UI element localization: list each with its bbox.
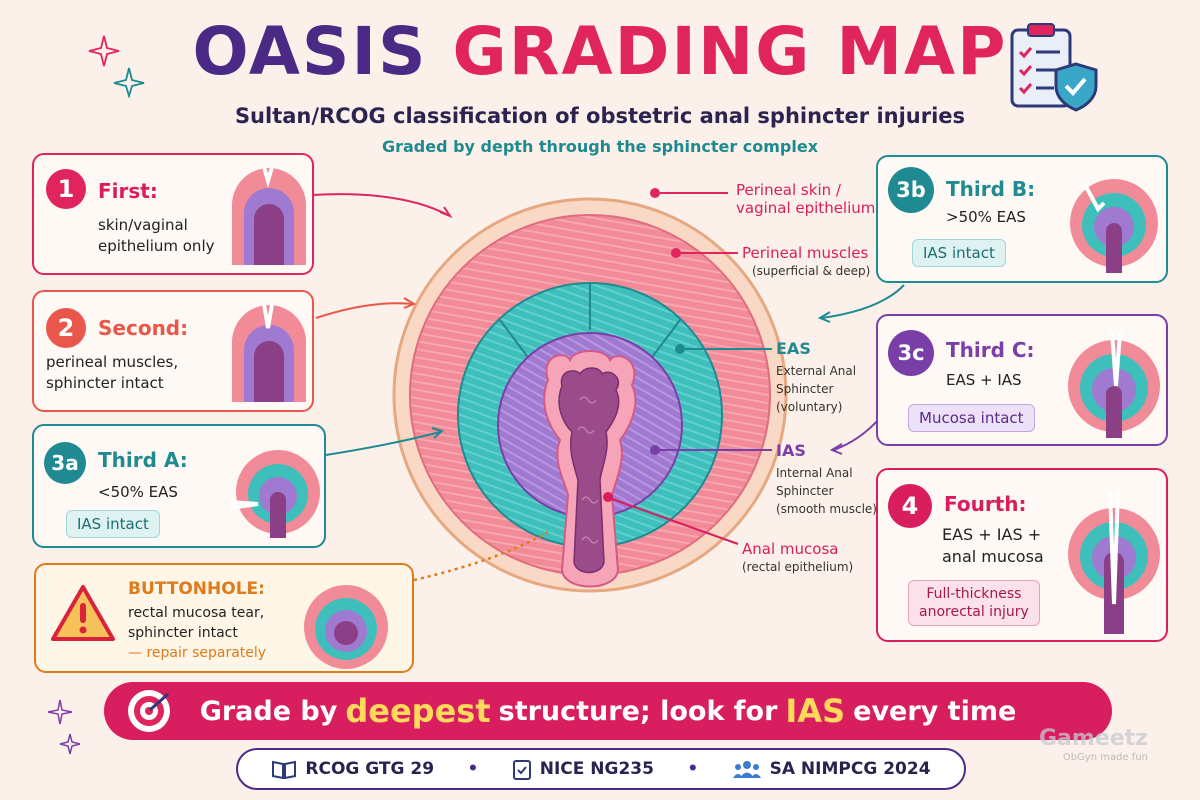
grade-third-c-badge: 3c — [888, 330, 934, 376]
grade-first-illustration — [232, 166, 306, 265]
grade-third-a-illustration — [230, 450, 320, 538]
label-eas: EAS External Anal Sphincter (voluntary) — [776, 339, 857, 415]
banner-highlight-deepest: deepest — [345, 692, 491, 730]
grade-third-c-title: Third C: — [946, 338, 1035, 362]
grade-fourth-desc: EAS + IAS + anal mucosa — [942, 525, 1044, 566]
eas-segment-line — [649, 319, 681, 361]
reference-rcog: RCOG GTG 29 — [271, 759, 434, 779]
grade-third-a-desc: <50% EAS — [98, 483, 178, 501]
book-icon — [272, 760, 297, 779]
grade-first-title: First: — [98, 179, 158, 203]
buttonhole-card: BUTTONHOLE: rectal mucosa tear, sphincte… — [34, 563, 414, 673]
grade-third-c-desc: EAS + IAS — [946, 371, 1022, 389]
title-grading-map: GRADING MAP — [452, 13, 1008, 90]
page-subtitle: Sultan/RCOG classification of obstetric … — [234, 104, 966, 128]
sparkle-decoration-left — [88, 35, 145, 98]
people-group-icon — [732, 761, 761, 778]
sparkle-decoration-bottom-left — [47, 699, 81, 755]
grade-third-c-card: 3c Third C: EAS + IAS Mucosa intact — [876, 314, 1168, 446]
grade-second-illustration — [232, 303, 306, 402]
banner-text-mid: structure; look for — [498, 695, 778, 727]
watermark-logo: Gameetz — [1039, 726, 1148, 751]
grade-third-b-pill: IAS intact — [912, 239, 1006, 267]
grade-fourth-badge: 4 — [888, 484, 932, 528]
label-perineal-skin: Perineal skin / vaginal epithelium — [736, 181, 876, 217]
banner-text-pre: Grade by — [199, 695, 338, 727]
label-anal-mucosa: Anal mucosa (rectal epithelium) — [742, 540, 854, 574]
title-oasis: OASIS — [192, 13, 428, 90]
grade-second-title: Second: — [98, 316, 189, 340]
watermark-tagline: ObGyn made fun — [1062, 752, 1148, 763]
page-tagline: Graded by depth through the sphincter co… — [381, 137, 819, 156]
footer-separator: • — [467, 759, 479, 779]
label-ias: IAS Internal Anal Sphincter (smooth musc… — [776, 441, 877, 517]
key-message-banner: Grade by deepest structure; look for IAS… — [104, 682, 1112, 740]
footer-separator: • — [687, 759, 699, 779]
warning-icon — [51, 585, 115, 641]
grade-third-a-badge: 3a — [44, 442, 86, 484]
banner-highlight-ias: IAS — [785, 692, 846, 730]
grade-second-badge: 2 — [46, 308, 86, 348]
references-footer: RCOG GTG 29 • NICE NG235 • SA NIMPCG 202… — [236, 748, 966, 790]
grade-fourth-title: Fourth: — [944, 492, 1027, 516]
clipboard-checklist-icon — [1010, 23, 1098, 112]
eas-segment-line — [499, 319, 531, 361]
grade-fourth-pill: Full-thickness anorectal injury — [908, 580, 1040, 626]
reference-nice: NICE NG235 — [512, 758, 654, 780]
grade-fourth-card: 4 Fourth: EAS + IAS + anal mucosa Full-t… — [876, 468, 1168, 642]
anal-lumen — [558, 367, 620, 574]
grade-third-b-desc: >50% EAS — [946, 208, 1026, 226]
grade-second-card: 2 Second: perineal muscles, sphincter in… — [32, 290, 314, 412]
grade-third-a-card: 3a Third A: <50% EAS IAS intact — [32, 424, 326, 548]
checklist-icon — [512, 760, 531, 780]
label-perineal-muscles: Perineal muscles (superficial & deep) — [742, 244, 871, 278]
grade-fourth-illustration — [1068, 489, 1160, 634]
grade-first-desc: skin/vaginal epithelium only — [98, 216, 215, 255]
grade-third-b-badge: 3b — [888, 167, 934, 213]
grade-third-c-pill: Mucosa intact — [908, 404, 1035, 432]
grade-third-c-illustration — [1068, 331, 1160, 438]
grade-third-b-card: 3b Third B: >50% EAS IAS intact — [876, 155, 1168, 283]
grade-second-desc: perineal muscles, sphincter intact — [46, 353, 179, 392]
grade-third-a-pill: IAS intact — [66, 510, 160, 538]
grade-first-badge: 1 — [46, 169, 86, 209]
buttonhole-title: BUTTONHOLE: — [128, 579, 265, 599]
sphincter-cross-section-diagram — [392, 197, 788, 593]
grade-third-b-illustration — [1070, 179, 1158, 273]
grade-third-b-title: Third B: — [946, 177, 1036, 201]
reference-sa-nimpcg: SA NIMPCG 2024 — [732, 759, 931, 779]
banner-text-post: every time — [853, 695, 1017, 727]
buttonhole-illustration — [304, 585, 388, 669]
grade-first-card: 1 First: skin/vaginal epithelium only — [32, 153, 314, 275]
page-title: OASIS GRADING MAP — [0, 14, 1200, 90]
grade-third-a-title: Third A: — [98, 448, 188, 472]
buttonhole-desc: rectal mucosa tear, sphincter intact — r… — [128, 605, 267, 661]
target-icon — [128, 690, 170, 732]
